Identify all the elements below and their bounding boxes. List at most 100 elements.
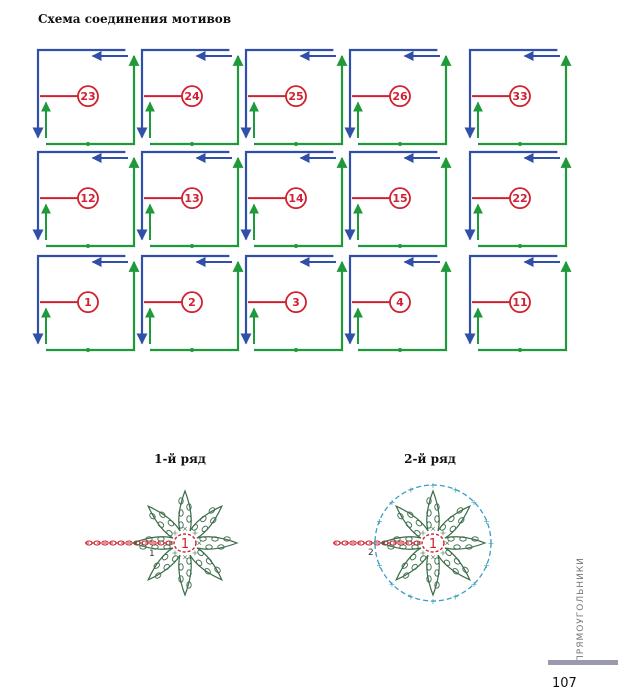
svg-text:+: + (389, 580, 396, 589)
petal: × (189, 547, 223, 581)
svg-text:×: × (418, 528, 428, 538)
motif-square (136, 48, 244, 146)
svg-text:×: × (438, 548, 448, 558)
scheme-title: Схема соединения мотивов (38, 12, 232, 26)
motif-square (464, 254, 572, 352)
svg-text:+: + (407, 485, 414, 494)
petal: × (426, 553, 440, 597)
svg-text:×: × (438, 528, 448, 538)
motif-number-label: 25 (288, 90, 303, 103)
motif-number-label: 23 (80, 90, 95, 103)
motif-number: 24 (181, 85, 203, 108)
motif-number: 33 (509, 85, 531, 108)
row1-crochet-diagram: ×××××××× 1 1 (85, 489, 239, 597)
petal: × (443, 536, 487, 550)
svg-text:+: + (430, 597, 437, 606)
motif-number-label: 14 (288, 192, 304, 205)
motif-number-label: 22 (512, 192, 527, 205)
svg-text:+: + (452, 485, 459, 494)
petal: × (147, 547, 181, 581)
svg-text:+: + (471, 498, 478, 507)
svg-text:+: + (452, 593, 459, 602)
petal: × (178, 553, 192, 597)
motif-number-label: 12 (80, 192, 95, 205)
motif-number-label: 13 (184, 192, 199, 205)
svg-text:×: × (443, 540, 451, 546)
motif-number: 11 (509, 291, 531, 314)
motif-number-label: 2 (188, 296, 196, 309)
svg-text:×: × (190, 548, 200, 558)
petal: × (437, 505, 471, 539)
svg-text:×: × (170, 528, 180, 538)
motif-number: 2 (181, 291, 203, 314)
row2-title: 2-й ряд (404, 452, 456, 466)
petal: × (147, 505, 181, 539)
page-number-bar (548, 660, 618, 665)
petal: × (379, 536, 423, 550)
motif-number-label: 3 (292, 296, 300, 309)
starting-chain (85, 540, 173, 546)
petal: × (189, 505, 223, 539)
motif-number-label: 11 (512, 296, 527, 309)
section-side-label: ПРЯМОУГОЛЬНИКИ (576, 557, 586, 662)
motif-square (32, 254, 140, 352)
d2-center-label: 1 (429, 537, 437, 552)
motif-number: 22 (509, 187, 531, 210)
petal: × (426, 489, 440, 533)
motif-square (464, 150, 572, 248)
page-number: 107 (552, 676, 577, 691)
svg-text:+: + (488, 539, 495, 548)
motif-square (32, 150, 140, 248)
d1-center-label: 1 (181, 537, 189, 552)
svg-text:×: × (195, 540, 203, 546)
svg-text:×: × (418, 548, 428, 558)
motif-number-label: 1 (84, 296, 92, 309)
petal: × (195, 536, 239, 550)
motif-number: 14 (285, 187, 307, 210)
svg-text:×: × (190, 528, 200, 538)
svg-text:×: × (182, 525, 188, 533)
motif-number: 4 (389, 291, 411, 314)
center-ring (421, 533, 445, 553)
motif-number-label: 15 (392, 192, 407, 205)
petal: × (395, 547, 429, 581)
svg-text:+: + (407, 593, 414, 602)
petal: × (437, 547, 471, 581)
motif-square (344, 150, 452, 248)
motif-square (344, 254, 452, 352)
motif-number-label: 24 (184, 90, 200, 103)
outer-round (374, 484, 492, 602)
petal: × (131, 536, 175, 550)
motif-square (344, 48, 452, 146)
motif-number: 1 (77, 291, 99, 314)
row1-title: 1-й ряд (154, 452, 206, 466)
svg-text:×: × (415, 540, 423, 546)
motif-square (240, 254, 348, 352)
d2-start-label: 2 (368, 548, 374, 558)
motif-square (136, 150, 244, 248)
petal: × (395, 505, 429, 539)
motif-square (464, 48, 572, 146)
svg-text:+: + (376, 561, 383, 570)
svg-text:×: × (182, 553, 188, 561)
petal: × (178, 489, 192, 533)
motif-square (136, 254, 244, 352)
motif-number-label: 33 (512, 90, 527, 103)
svg-text:+: + (376, 517, 383, 526)
svg-text:+: + (430, 481, 437, 490)
svg-text:×: × (170, 548, 180, 558)
motif-number-label: 26 (392, 90, 408, 103)
svg-text:+: + (483, 517, 490, 526)
motif-square (32, 48, 140, 146)
row2-crochet-diagram: ×××××××× 1 2 ++++++++++++++++ (333, 481, 494, 606)
svg-text:×: × (430, 553, 436, 561)
d1-start-label: 1 (149, 549, 155, 559)
motif-number: 12 (77, 187, 99, 210)
center-ring (173, 533, 197, 553)
svg-text:+: + (372, 539, 379, 548)
motif-number: 23 (77, 85, 99, 108)
motif-square (240, 48, 348, 146)
motif-squares (32, 48, 572, 352)
